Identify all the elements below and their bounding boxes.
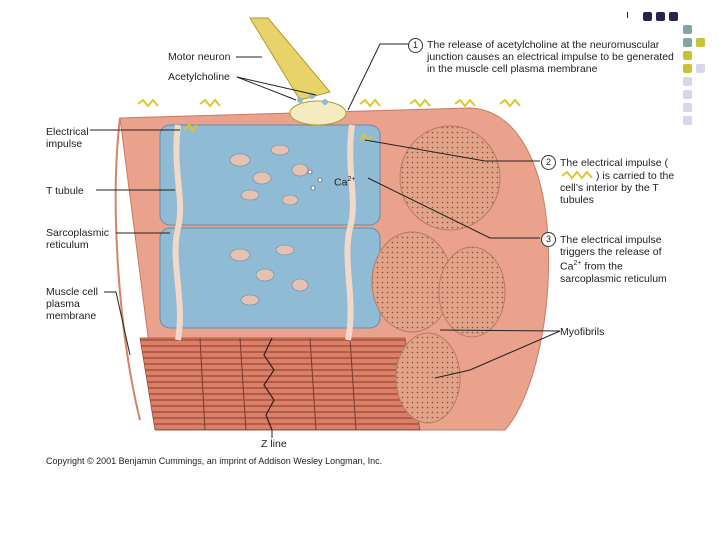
step-1-number: 1: [408, 38, 423, 53]
leader-lines: [90, 43, 561, 438]
ca-ions: [307, 169, 323, 191]
deco-square: [683, 25, 692, 34]
t-tubule-left: [172, 124, 184, 341]
copyright-text: Copyright © 2001 Benjamin Cummings, an i…: [46, 456, 383, 466]
z-line-mark: [263, 337, 275, 431]
myofibril-cross-section: [395, 332, 461, 424]
acetylcholine-vesicles: [297, 93, 328, 105]
ca-label: Ca2+: [334, 176, 356, 189]
step-1-text: The release of acetylcholine at the neur…: [427, 39, 674, 75]
acetylcholine-label: Acetylcholine: [168, 71, 230, 83]
impulse-zigzags: [137, 98, 521, 143]
myofibrils-label: Myofibrils: [560, 326, 605, 338]
reticulum-mesh: [229, 144, 309, 306]
deco-square: [683, 51, 692, 60]
deco-square: [683, 90, 692, 99]
plasma-membrane-edge: [114, 117, 141, 421]
deco-square: [683, 77, 692, 86]
deco-square: [669, 12, 678, 21]
stripe-band: [239, 337, 247, 431]
neuromuscular-junction: [289, 100, 347, 126]
stripe-band: [349, 337, 357, 431]
deco-square: [696, 38, 705, 47]
step-3-text: The electrical impulse triggers the rele…: [560, 234, 667, 285]
motor-neuron-label: Motor neuron: [168, 51, 231, 63]
myofibril-cross-section: [399, 125, 501, 231]
myofibril-cross-section: [438, 246, 506, 338]
deco-square: [683, 64, 692, 73]
striated-myofibril-block: [139, 337, 421, 431]
deco-square: [683, 103, 692, 112]
t-tubule-label: T tubule: [46, 185, 84, 197]
deco-square: [643, 12, 652, 21]
plasma-membrane-label: Muscle cell plasma membrane: [46, 286, 98, 322]
motor-neuron-axon: [249, 17, 331, 101]
deco-tick: [627, 12, 628, 18]
z-line-label: Z line: [261, 438, 287, 450]
step-3-number: 3: [541, 232, 556, 247]
sarcoplasmic-reticulum-label: Sarcoplasmic reticulum: [46, 227, 110, 251]
deco-square: [683, 38, 692, 47]
step-2-number: 2: [541, 155, 556, 170]
deco-square: [696, 64, 705, 73]
impulse-icon: [561, 170, 593, 180]
step-2-text: The electrical impulse () is carried to …: [560, 157, 675, 206]
t-tubule-right: [344, 124, 356, 341]
deco-square: [656, 12, 665, 21]
stripe-band: [309, 337, 317, 431]
electrical-impulse-label: Electrical impulse: [46, 126, 89, 150]
deco-square: [683, 116, 692, 125]
stripe-band: [199, 337, 206, 431]
